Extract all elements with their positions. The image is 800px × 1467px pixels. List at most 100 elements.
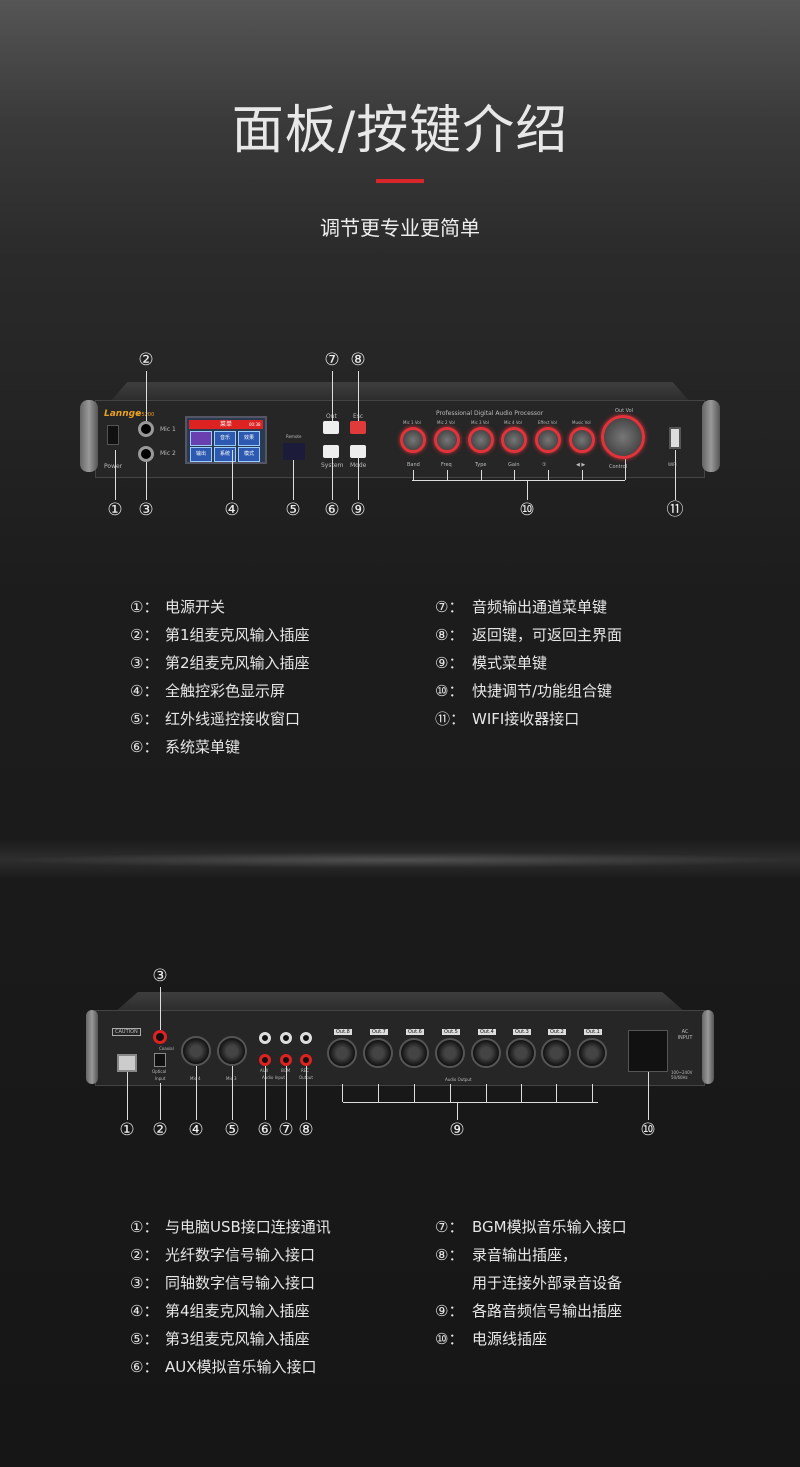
caution-label: CAUTION [112, 1028, 141, 1036]
legend-text: 红外线遥控接收窗口 [165, 710, 301, 728]
mic2-jack[interactable] [138, 446, 154, 462]
rec-l-jack[interactable] [300, 1032, 312, 1044]
esc-button[interactable] [350, 421, 366, 434]
legend-number: ⑥： [130, 738, 159, 756]
bgm-l-jack[interactable] [280, 1032, 292, 1044]
output-channel-label: Out.3 [513, 1029, 531, 1035]
mic1-jack[interactable] [138, 421, 154, 437]
coaxial-jack[interactable] [153, 1030, 167, 1044]
screen-button[interactable]: 模式 [238, 447, 260, 462]
callout-number: ⑦ [324, 350, 340, 370]
mic3-jack[interactable] [217, 1036, 247, 1066]
wifi-usb-port[interactable] [669, 427, 681, 449]
knob-vol-label: Mic 3 Vol [471, 420, 489, 425]
legend-text: 电源开关 [165, 598, 226, 616]
volume-knob[interactable] [468, 427, 494, 453]
volume-knob[interactable] [535, 427, 561, 453]
screen-button[interactable]: 效果 [238, 431, 260, 446]
volume-knob[interactable] [434, 427, 460, 453]
knob-vol-label: Mic 2 Vol [437, 420, 455, 425]
mic2-label: Mic 2 [160, 450, 176, 457]
callout-number: ② [138, 350, 154, 370]
out-button[interactable] [323, 421, 339, 434]
control-label: Control [609, 464, 628, 470]
system-button[interactable] [323, 445, 339, 458]
legend-text: WIFI接收器接口 [472, 710, 580, 728]
legend-text: 第2组麦克风输入插座 [165, 654, 310, 672]
screen-button[interactable] [190, 431, 212, 446]
callout-line [457, 1102, 458, 1120]
screen-button[interactable]: 音乐 [214, 431, 236, 446]
output-channel-label: Out.5 [442, 1029, 460, 1035]
volume-knob[interactable] [501, 427, 527, 453]
legend-text: 与电脑USB接口连接通讯 [165, 1218, 331, 1236]
xlr-output-jack[interactable] [471, 1038, 501, 1068]
legend-number: ⑧： [435, 1246, 464, 1264]
bgm-label: BGM [281, 1068, 290, 1073]
mode-button[interactable] [350, 445, 366, 458]
legend-number: ②： [130, 626, 159, 644]
callout-line [342, 1084, 343, 1102]
callout-line [196, 1066, 197, 1120]
aux-l-jack[interactable] [259, 1032, 271, 1044]
xlr-output-jack[interactable] [327, 1038, 357, 1068]
callout-number: ⑥ [324, 500, 340, 520]
knob-function-label: Freq [441, 462, 452, 468]
volume-knob[interactable] [569, 427, 595, 453]
callout-line [548, 470, 549, 480]
callout-number: ③ [152, 966, 168, 986]
ac-input-label: AC INPUT [677, 1029, 693, 1041]
legend-number: ⑪： [435, 710, 466, 728]
optical-port[interactable] [154, 1053, 166, 1067]
screen-button[interactable]: 输出 [190, 447, 212, 462]
device-lid [115, 992, 685, 1012]
out-vol-knob[interactable] [601, 415, 645, 459]
knob-function-label: Type [475, 462, 487, 468]
legend-number: ⑧： [435, 626, 464, 644]
legend-number: ⑦： [435, 598, 464, 616]
power-label: Power [104, 463, 123, 470]
touch-screen[interactable]: 菜单 00:38 音乐 效果 输出 系统 模式 [185, 416, 267, 464]
screen-button[interactable]: 系统 [214, 447, 236, 462]
output-channel-label: Out.1 [584, 1029, 602, 1035]
power-switch[interactable] [107, 425, 119, 445]
xlr-output-jack[interactable] [399, 1038, 429, 1068]
xlr-output-jack[interactable] [577, 1038, 607, 1068]
legend-text: 第4组麦克风输入插座 [165, 1302, 310, 1320]
output-channel-label: Out.7 [370, 1029, 388, 1035]
legend-number: ⑨： [435, 654, 464, 672]
callout-number: ⑪ [666, 500, 684, 520]
xlr-output-jack[interactable] [506, 1038, 536, 1068]
voltage-label: 100~240V 50/60Hz [671, 1070, 693, 1080]
legend-text: BGM模拟音乐输入接口 [472, 1218, 627, 1236]
callout-number: ⑤ [285, 500, 301, 520]
legend-number: ⑩： [435, 1330, 464, 1348]
rec-r-jack[interactable] [300, 1054, 312, 1066]
screen-title: 菜单 [189, 420, 263, 429]
callout-line [332, 458, 333, 500]
ac-power-socket[interactable] [628, 1030, 668, 1072]
out-label: Out [326, 413, 337, 420]
mic4-jack[interactable] [181, 1036, 211, 1066]
xlr-output-jack[interactable] [363, 1038, 393, 1068]
mic4-label: Mic 4 [190, 1076, 201, 1081]
bgm-r-jack[interactable] [280, 1054, 292, 1066]
legend-number: ⑦： [435, 1218, 464, 1236]
xlr-output-jack[interactable] [435, 1038, 465, 1068]
xlr-output-jack[interactable] [541, 1038, 571, 1068]
usb-port[interactable] [117, 1054, 137, 1072]
volume-knob[interactable] [400, 427, 426, 453]
legend-number: ①： [130, 598, 159, 616]
callout-line [146, 371, 147, 421]
knob-function-label: ◀ ▶ [576, 462, 586, 468]
aux-r-jack[interactable] [259, 1054, 271, 1066]
audio-output-label: Audio Output [445, 1077, 472, 1082]
callout-line [306, 1066, 307, 1120]
legend-number: ⑩： [435, 682, 464, 700]
legend-number: ③： [130, 654, 159, 672]
out-vol-label: Out Vol [615, 408, 634, 414]
model-label: K-5200 [137, 412, 154, 418]
legend-text: 同轴数字信号输入接口 [165, 1274, 316, 1292]
audio-input-label: Audio Input [262, 1075, 285, 1080]
processor-label: Professional Digital Audio Processor [436, 410, 544, 417]
